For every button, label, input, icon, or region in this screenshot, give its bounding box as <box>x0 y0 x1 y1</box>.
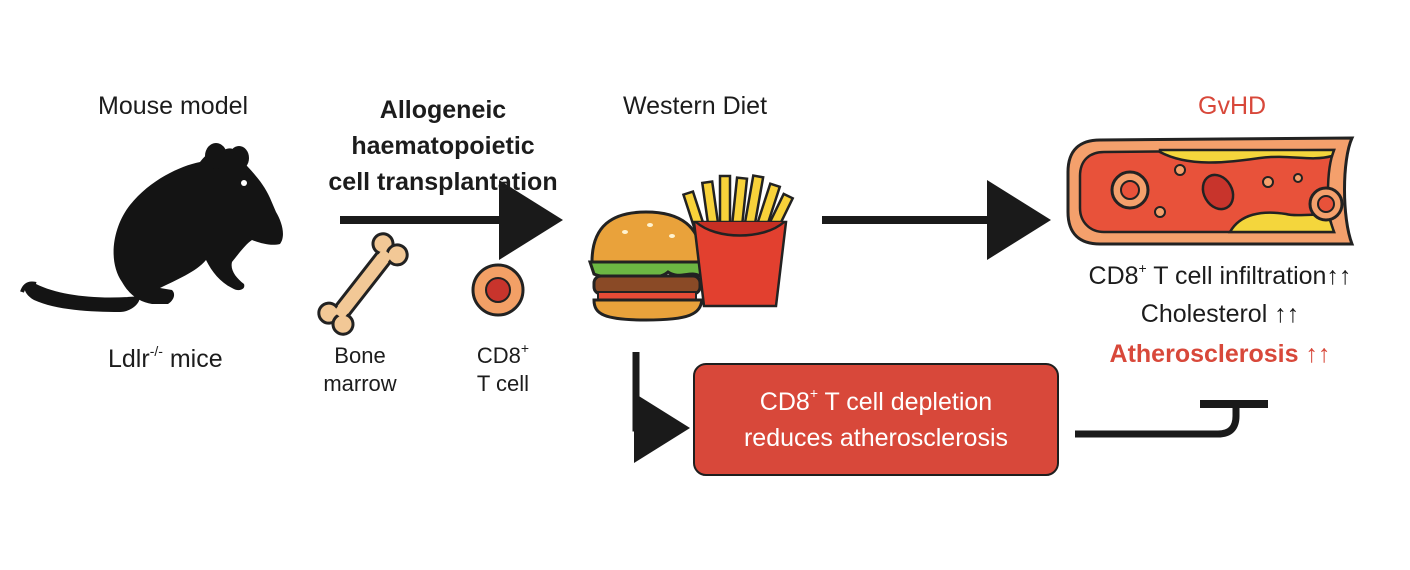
depletion-suffix: T cell depletion <box>818 387 993 416</box>
western-diet-title: Western Diet <box>623 92 768 120</box>
infiltration-prefix: CD8 <box>1088 262 1139 290</box>
t-cell-icon <box>471 263 525 317</box>
depletion-superscript: + <box>809 385 818 402</box>
transplant-line-1: Allogeneic <box>379 96 507 124</box>
outcome-infiltration: CD8+ T cell infiltration↑↑ <box>1060 259 1380 291</box>
mouse-model-title: Mouse model <box>98 92 249 120</box>
outcome-atherosclerosis: Atherosclerosis ↑↑ <box>1060 340 1380 369</box>
bone-marrow-line-2: marrow <box>323 371 397 396</box>
atherosclerosis-arrows: ↑↑ <box>1305 340 1331 368</box>
burger-icon <box>587 210 706 322</box>
fries-icon <box>681 174 795 308</box>
depletion-line-2: reduces atherosclerosis <box>743 423 1008 452</box>
cholesterol-text: Cholesterol <box>1140 300 1268 328</box>
depletion-prefix: CD8 <box>759 387 810 416</box>
inhibition-line <box>1075 404 1240 438</box>
depletion-line-1: CD8+ T cell depletion <box>760 384 992 420</box>
bone-marrow-label: Bone marrow <box>310 342 410 398</box>
mouse-genotype: Ldlr-/- mice <box>108 342 223 374</box>
depletion-arrow <box>632 352 690 463</box>
genotype-suffix: mice <box>162 345 223 373</box>
cd8-cell-label: CD8+ T cell <box>463 339 543 398</box>
cholesterol-arrows: ↑↑ <box>1274 300 1300 328</box>
cd8-cell-prefix: CD8 <box>476 343 521 368</box>
transplant-label: Allogeneic haematopoietic cell transplan… <box>318 92 568 200</box>
transplant-line-2: haematopoietic <box>351 132 535 160</box>
cd8-cell-line-1: CD8+ <box>463 339 543 370</box>
atherosclerosis-text: Atherosclerosis <box>1109 340 1299 368</box>
depletion-box: CD8+ T cell depletion reduces atheroscle… <box>693 363 1059 476</box>
infiltration-arrows: ↑↑ <box>1326 262 1352 290</box>
genotype-prefix: Ldlr <box>108 345 150 373</box>
gvhd-title: GvHD <box>1198 92 1267 120</box>
cd8-cell-line-2: T cell <box>476 371 530 396</box>
blood-vessel-icon <box>1066 136 1355 246</box>
mouse-icon <box>20 143 283 312</box>
cd8-cell-superscript: + <box>520 339 530 356</box>
bone-icon <box>317 232 409 336</box>
genotype-superscript: -/- <box>149 342 163 359</box>
transplant-line-3: cell transplantation <box>328 168 558 196</box>
infiltration-superscript: + <box>1138 259 1147 276</box>
infiltration-suffix: T cell infiltration <box>1146 262 1327 290</box>
bone-marrow-line-1: Bone <box>334 343 386 368</box>
outcome-cholesterol: Cholesterol ↑↑ <box>1060 300 1380 329</box>
